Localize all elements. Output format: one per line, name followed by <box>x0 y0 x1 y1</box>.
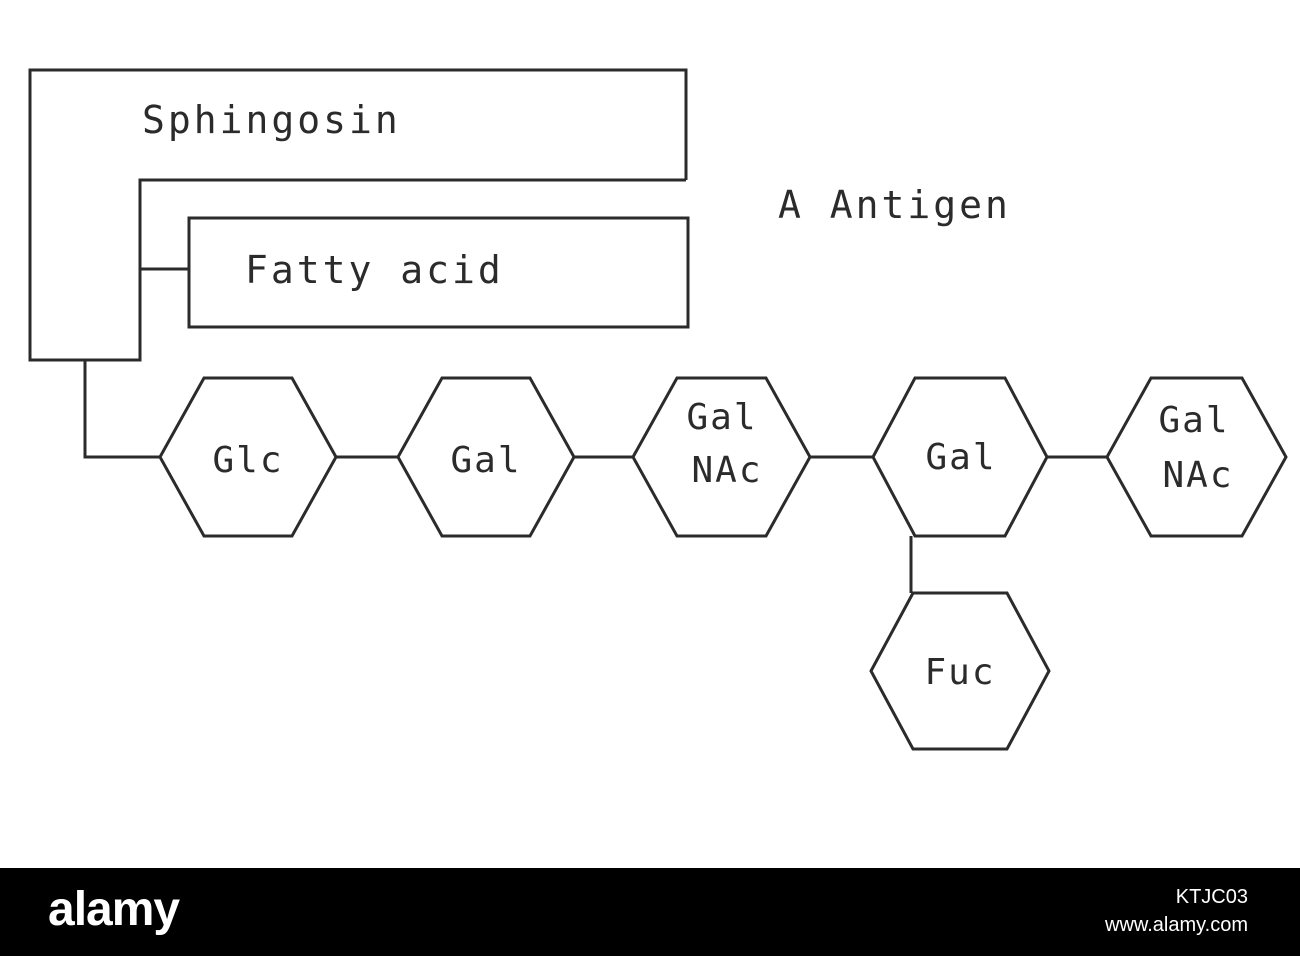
diagram-title: A Antigen <box>778 183 1011 227</box>
glc-label: Glc <box>212 440 283 481</box>
ceramide-glc-link <box>83 360 160 459</box>
fatty-acid-label: Fatty acid <box>245 248 504 292</box>
fatty-acid-box <box>187 216 690 329</box>
glc-hexagon <box>158 376 338 538</box>
galnac-label-2-line2: NAc <box>1162 455 1233 496</box>
galnac-label-1-line1: Gal <box>686 397 757 438</box>
fuc-label: Fuc <box>924 652 995 693</box>
sphingosine-box <box>28 68 688 362</box>
watermark-bar: alamy KTJC03 www.alamy.com <box>0 868 1300 956</box>
image-id: KTJC03 <box>1175 886 1248 908</box>
gal-hexagon-1 <box>396 376 576 538</box>
gal-hexagon-2 <box>871 376 1049 538</box>
gal-label-2: Gal <box>925 437 996 478</box>
gal-label-1: Gal <box>450 440 521 481</box>
galnac-hexagon-2 <box>1105 376 1288 538</box>
galnac-label-1-line2: NAc <box>691 450 762 491</box>
site-url: www.alamy.com <box>1105 914 1248 936</box>
fuc-hexagon <box>869 591 1051 751</box>
galnac-label-2-line1: Gal <box>1158 400 1229 441</box>
alamy-logo: alamy <box>48 883 180 936</box>
sphingosine-label: Sphingosin <box>142 98 401 142</box>
diagram-canvas: Sphingosin Fatty acid A Antigen Glc Gal … <box>28 68 1288 751</box>
galnac-hexagon-1 <box>631 376 812 538</box>
a-antigen-diagram: Sphingosin Fatty acid A Antigen Glc Gal … <box>28 68 1288 751</box>
